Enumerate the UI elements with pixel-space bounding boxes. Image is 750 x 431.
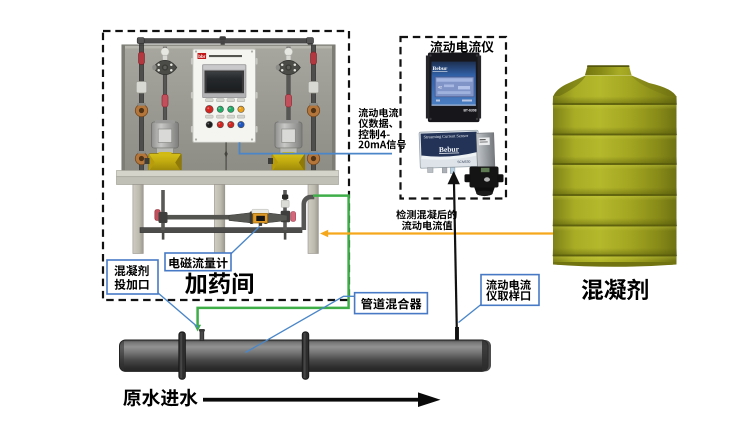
svg-text:Streaming Current Sensor: Streaming Current Sensor <box>423 133 468 140</box>
svg-text:42: 42 <box>438 86 442 90</box>
svg-text:SCM530: SCM530 <box>457 160 470 164</box>
svg-text:BT-6308: BT-6308 <box>463 109 476 113</box>
svg-text:Bebur: Bebur <box>439 144 460 154</box>
svg-text:Bebur: Bebur <box>433 66 448 72</box>
svg-text:bbr: bbr <box>198 54 205 59</box>
